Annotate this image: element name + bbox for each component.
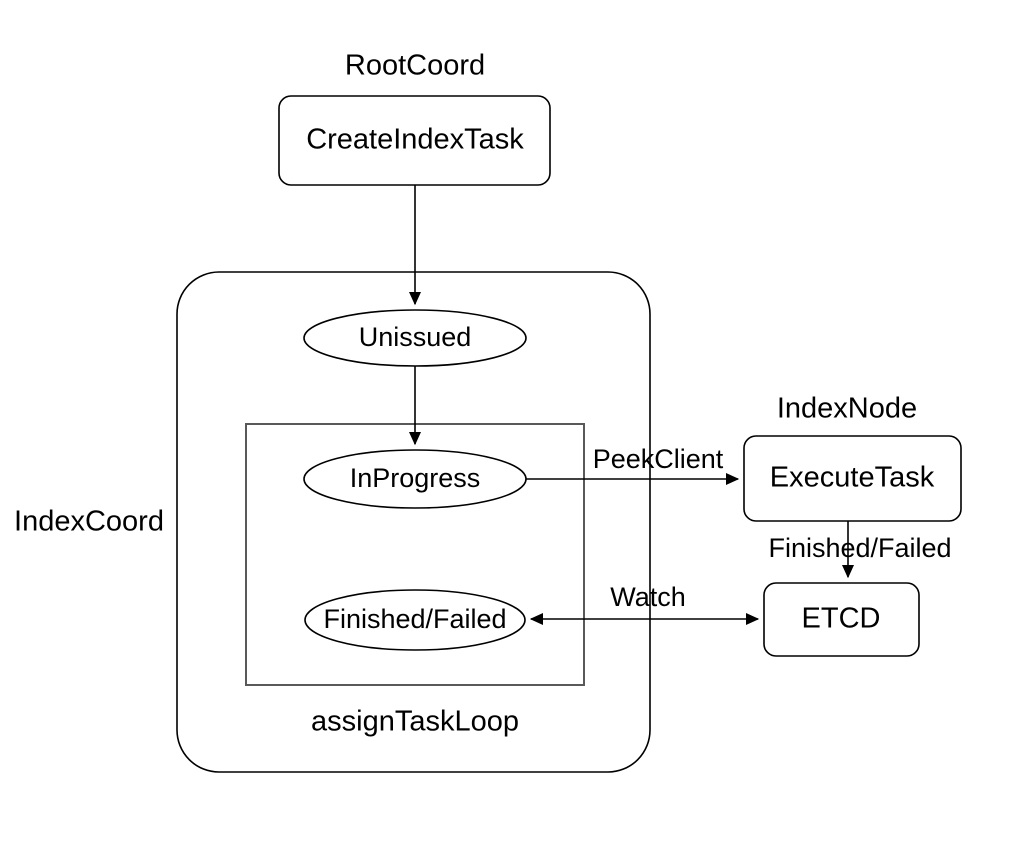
edge-label-peekclient: PeekClient	[593, 444, 724, 474]
group-assign-task-loop-label: assignTaskLoop	[311, 706, 519, 738]
state-in-progress-label: InProgress	[350, 463, 481, 493]
node-create-index-task-label: CreateIndexTask	[306, 124, 524, 156]
node-etcd-label: ETCD	[802, 603, 881, 635]
indexnode-label: IndexNode	[777, 393, 917, 425]
node-execute-task[interactable]	[743, 435, 962, 522]
group-index-coord-label: IndexCoord	[14, 506, 164, 538]
rootcoord-label: RootCoord	[345, 50, 485, 82]
edge-label-finished-failed: Finished/Failed	[768, 533, 951, 563]
state-finished-failed-label: Finished/Failed	[323, 604, 506, 634]
group-index-coord[interactable]	[176, 271, 651, 773]
node-execute-task-label: ExecuteTask	[770, 462, 935, 494]
state-unissued-label: Unissued	[359, 322, 472, 352]
state-finished-failed[interactable]	[304, 589, 526, 651]
node-etcd[interactable]	[763, 582, 920, 657]
edge-label-watch: Watch	[610, 582, 686, 612]
